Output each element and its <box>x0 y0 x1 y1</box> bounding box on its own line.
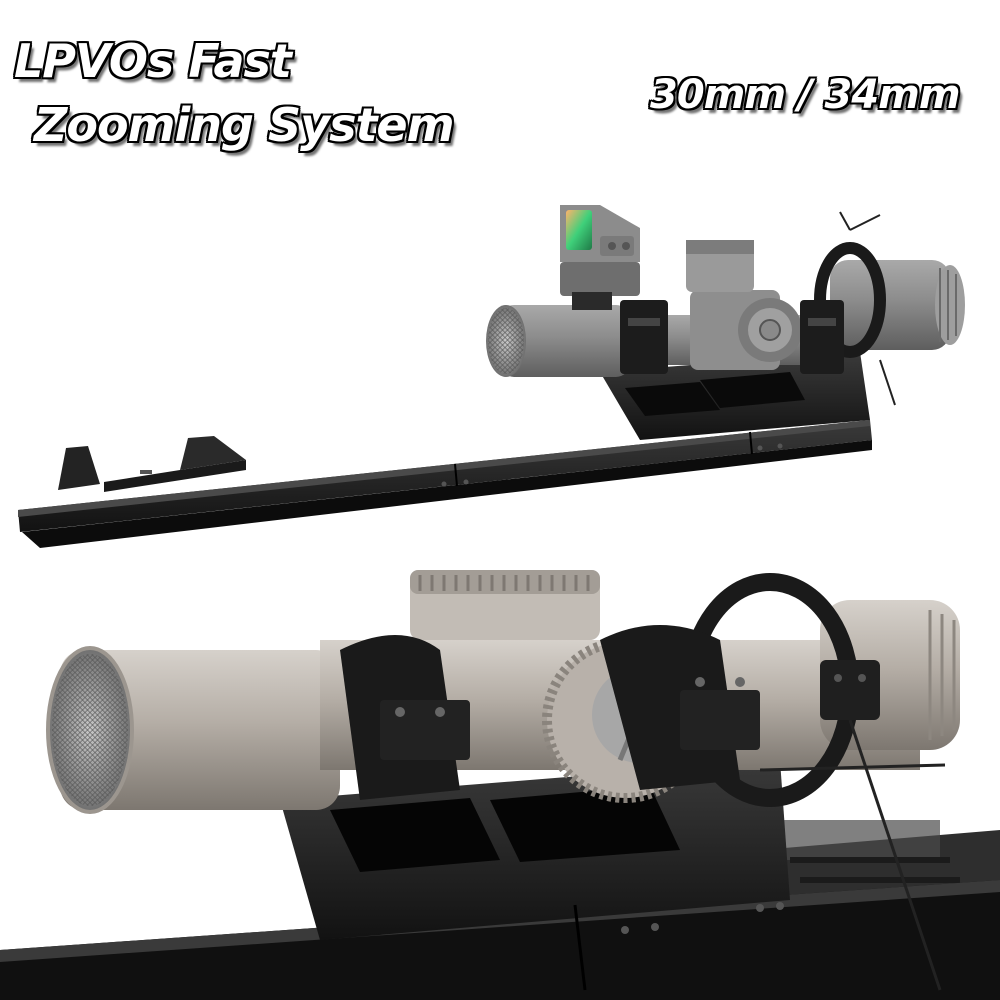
headline-line-1: LPVOs Fast <box>14 34 292 88</box>
ring-size-label: 30mm / 34mm <box>650 72 961 118</box>
red-dot-sight <box>560 205 640 310</box>
rail-assembly-top <box>18 352 872 548</box>
scope-top <box>486 211 965 406</box>
scope-closeup <box>46 570 960 991</box>
mount-base-closeup <box>0 760 1000 1000</box>
headline-line-2: Zooming System <box>34 98 455 152</box>
